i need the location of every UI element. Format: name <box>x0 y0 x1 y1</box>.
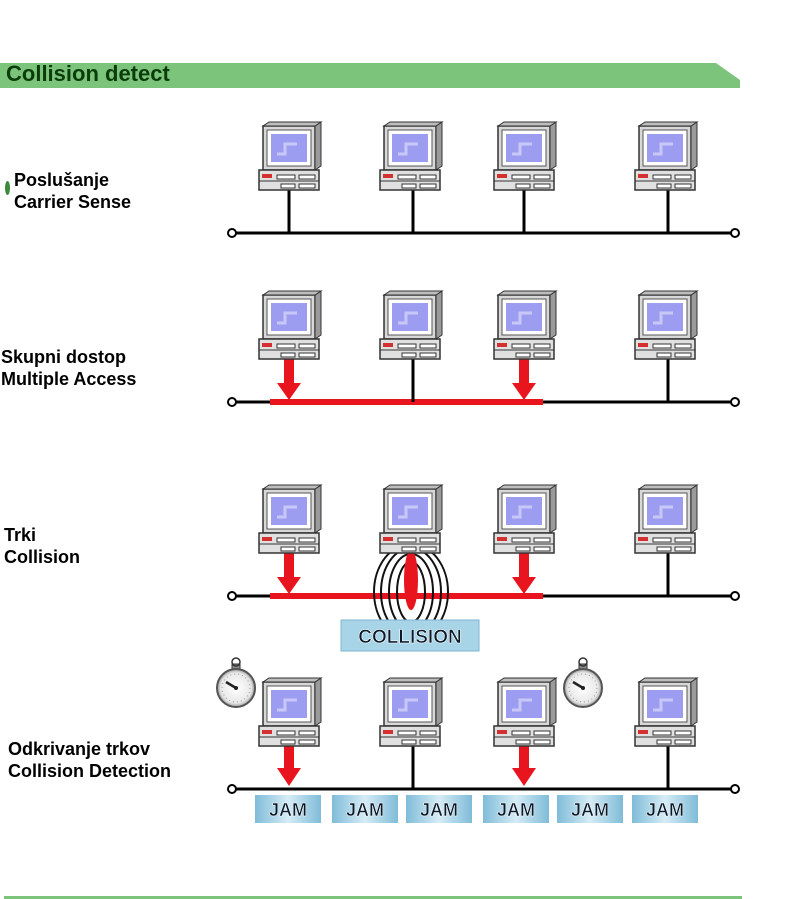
row-label-multiple-access: Skupni dostop Multiple Access <box>1 346 136 390</box>
jam-badge: JAM <box>483 795 549 823</box>
bullet-dot <box>5 181 10 195</box>
title-banner-shape <box>0 63 740 88</box>
computer-icon <box>257 483 323 555</box>
computer-icon <box>492 120 558 192</box>
computer-icon <box>378 289 444 361</box>
row-collision: COLLISION <box>227 483 740 652</box>
collision-badge: COLLISION <box>340 619 480 652</box>
bus-terminator <box>227 784 237 794</box>
row-label-line1: Skupni dostop <box>1 347 126 367</box>
page-title: Collision detect <box>6 61 170 86</box>
jam-label: JAM <box>571 800 609 820</box>
jam-label: JAM <box>346 800 384 820</box>
transmit-arrow <box>277 744 301 786</box>
collision-burst-icon <box>373 543 449 641</box>
bus-terminator <box>730 228 740 238</box>
computer-icon <box>492 483 558 555</box>
row-label-line2: Collision Detection <box>8 761 172 781</box>
computer-icon <box>257 289 323 361</box>
row-label-line1: Odkrivanje trkov <box>8 739 151 759</box>
computer-icon <box>492 289 558 361</box>
computer-icon <box>633 676 699 748</box>
jam-label: JAM <box>497 800 535 820</box>
jam-label: JAM <box>269 800 307 820</box>
row-label-collision: Trki Collision <box>4 524 80 568</box>
jam-badge: JAM <box>557 795 623 823</box>
collision-label: COLLISION <box>358 627 461 648</box>
jam-badge: JAM <box>255 795 321 823</box>
row-carrier-sense <box>227 120 740 238</box>
bus-terminator <box>227 228 237 238</box>
bus-terminator <box>730 397 740 407</box>
transmit-arrow <box>512 551 536 594</box>
jam-badge: JAM <box>632 795 698 823</box>
row-label-carrier-sense: Poslušanje Carrier Sense <box>14 169 131 213</box>
transmit-arrow <box>512 744 536 786</box>
bottom-divider <box>4 896 742 899</box>
computer-icon <box>257 120 323 192</box>
computer-icon <box>492 676 558 748</box>
bus-terminator <box>227 397 237 407</box>
computer-icon <box>633 120 699 192</box>
bus-terminator <box>227 591 237 601</box>
stopwatch-icon <box>562 656 604 709</box>
computer-icon <box>378 676 444 748</box>
jam-signal-row: JAM JAM JAM JAM JAM JAM <box>255 795 698 823</box>
computer-icon <box>633 483 699 555</box>
bus-terminator <box>730 591 740 601</box>
row-label-line2: Multiple Access <box>1 369 137 389</box>
row-label-line1: Trki <box>4 525 37 545</box>
transmit-arrow <box>512 357 536 400</box>
stopwatch-icon <box>215 656 257 709</box>
title-banner: Collision detect <box>0 60 740 88</box>
bus-terminator <box>730 784 740 794</box>
computer-icon <box>378 120 444 192</box>
jam-label: JAM <box>646 800 684 820</box>
transmit-arrow <box>277 357 301 400</box>
jam-badge: JAM <box>406 795 472 823</box>
computer-icon <box>257 676 323 748</box>
row-label-line1: Poslušanje <box>14 170 110 190</box>
computer-icon <box>378 483 444 555</box>
computer-icon <box>633 289 699 361</box>
row-multiple-access <box>227 289 740 407</box>
row-label-line2: Carrier Sense <box>14 192 132 212</box>
row-label-collision-detection: Odkrivanje trkov Collision Detection <box>8 738 171 782</box>
row-label-line2: Collision <box>4 547 80 567</box>
jam-label: JAM <box>420 800 458 820</box>
row-collision-detection: JAM JAM JAM JAM JAM JAM <box>215 656 740 823</box>
jam-badge: JAM <box>332 795 398 823</box>
transmit-arrow <box>277 551 301 594</box>
